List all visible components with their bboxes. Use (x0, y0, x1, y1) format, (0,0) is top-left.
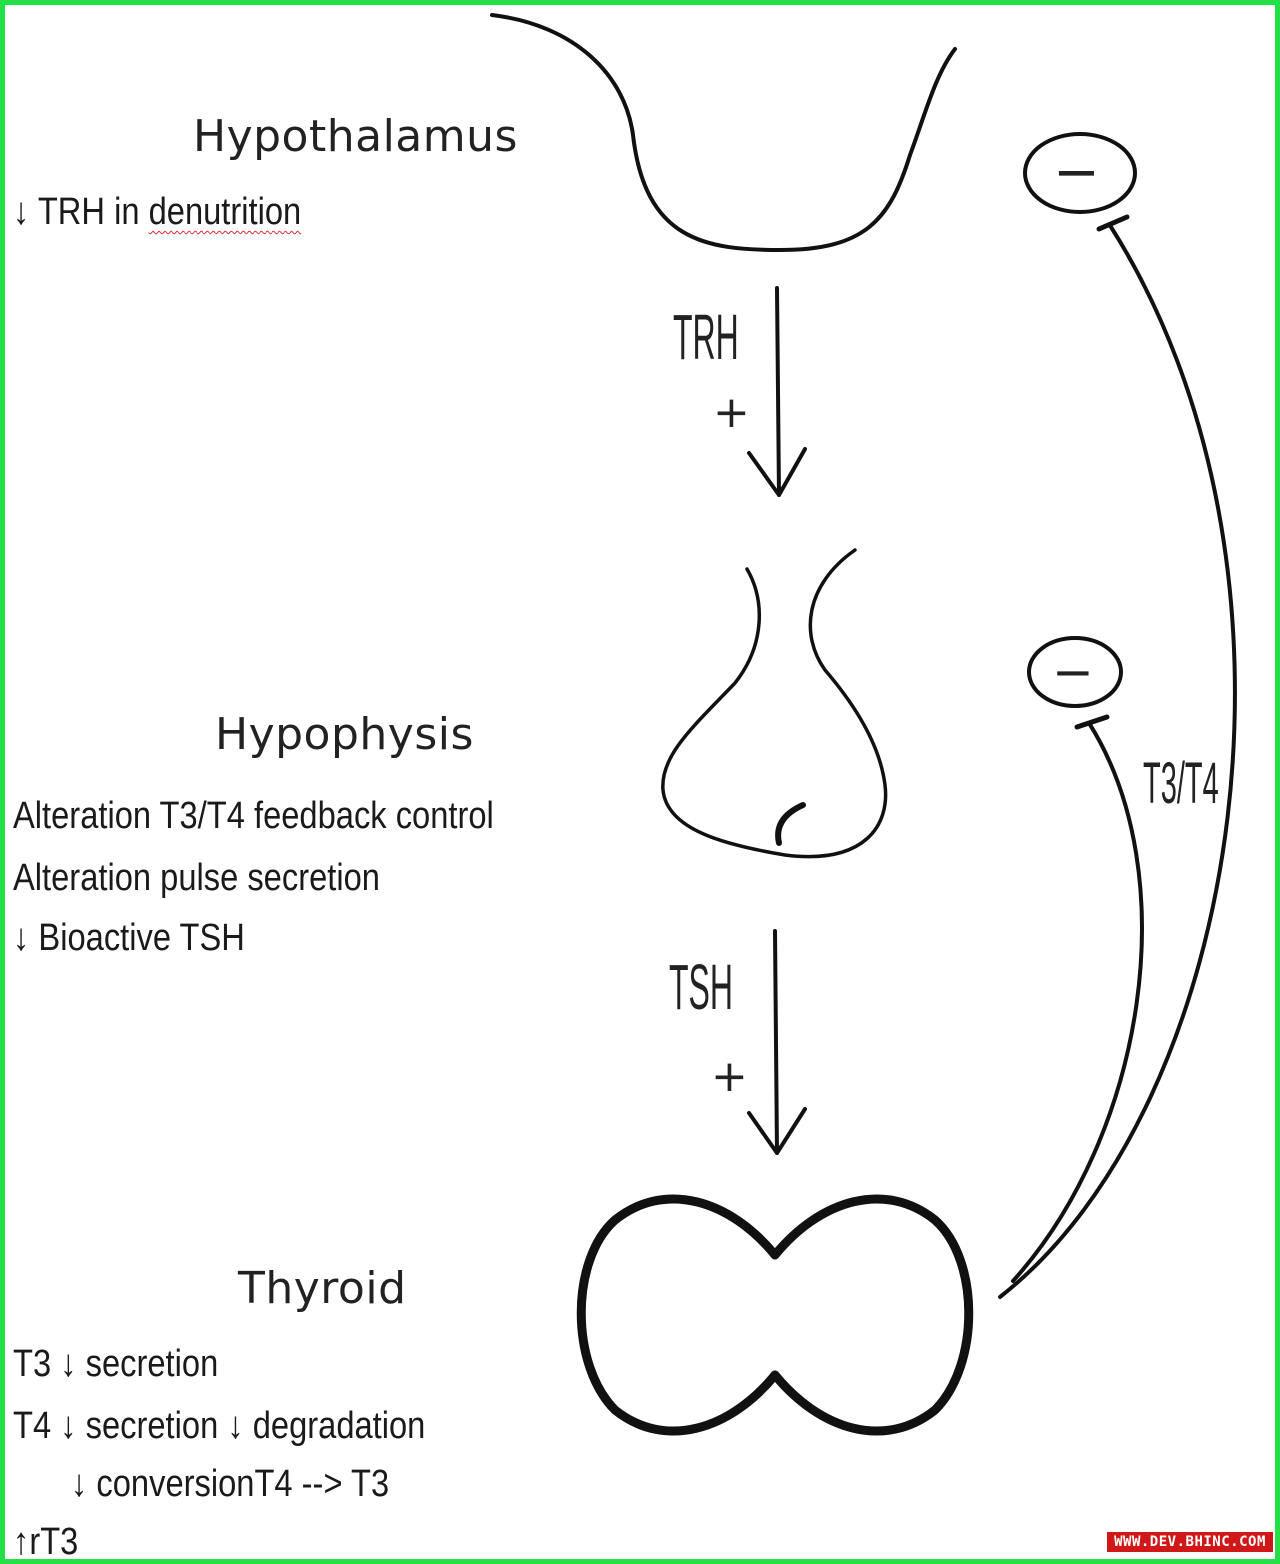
hypothalamus-note: ↓ TRH in denutrition (13, 193, 301, 231)
trh-plus-sign: + (713, 387, 750, 438)
trh-label: TRH (673, 301, 739, 373)
short-feedback-line (1011, 721, 1144, 1283)
long-feedback-line (998, 225, 1237, 1299)
hypophysis-label: Hypophysis (215, 709, 474, 760)
inhibit-circle-hypothalamus (1023, 132, 1137, 214)
down-arrow: ↓ (13, 191, 30, 233)
hypothalamus-label: Hypothalamus (193, 111, 518, 162)
trh-arrow (747, 286, 807, 497)
thyroid-note-1: T3 ↓ secretion (13, 1343, 219, 1385)
short-feedback-bar (1074, 714, 1110, 730)
feedback-hormones-label: T3/T4 (1143, 751, 1219, 816)
thyroid-shape (576, 1194, 974, 1436)
inhibit-sign-hypothalamus: − (1053, 140, 1101, 205)
thyroid-note-3: ↓ conversionT4 --> T3 (71, 1463, 390, 1505)
inhibit-sign-hypophysis: − (1052, 643, 1095, 701)
tsh-plus-sign: + (711, 1051, 748, 1102)
watermark: WWW.DEV.BHINC.COM (1107, 1532, 1273, 1552)
long-feedback-bar (1096, 214, 1130, 232)
hypophysis-note-3: ↓ Bioactive TSH (13, 917, 245, 959)
hypothalamus-shape (490, 13, 957, 252)
inhibit-circle-hypophysis (1027, 636, 1123, 708)
tsh-arrow (747, 929, 807, 1155)
diagram-art (490, 13, 1237, 1436)
hypophysis-note-2: Alteration pulse secretion (13, 857, 380, 899)
thyroid-note-4: ↑rT3 (13, 1521, 79, 1563)
hypophysis-cleft (775, 802, 806, 846)
thyroid-note-2: T4 ↓ secretion ↓ degradation (13, 1405, 426, 1447)
hypophysis-shape (661, 548, 888, 859)
tsh-label: TSH (669, 951, 733, 1023)
thyroid-label: Thyroid (238, 1263, 407, 1314)
spellcheck-word: denutrition (148, 191, 302, 233)
hypothalamus-note-text: TRH in (37, 191, 149, 233)
hypophysis-note-1: Alteration T3/T4 feedback control (13, 795, 494, 837)
